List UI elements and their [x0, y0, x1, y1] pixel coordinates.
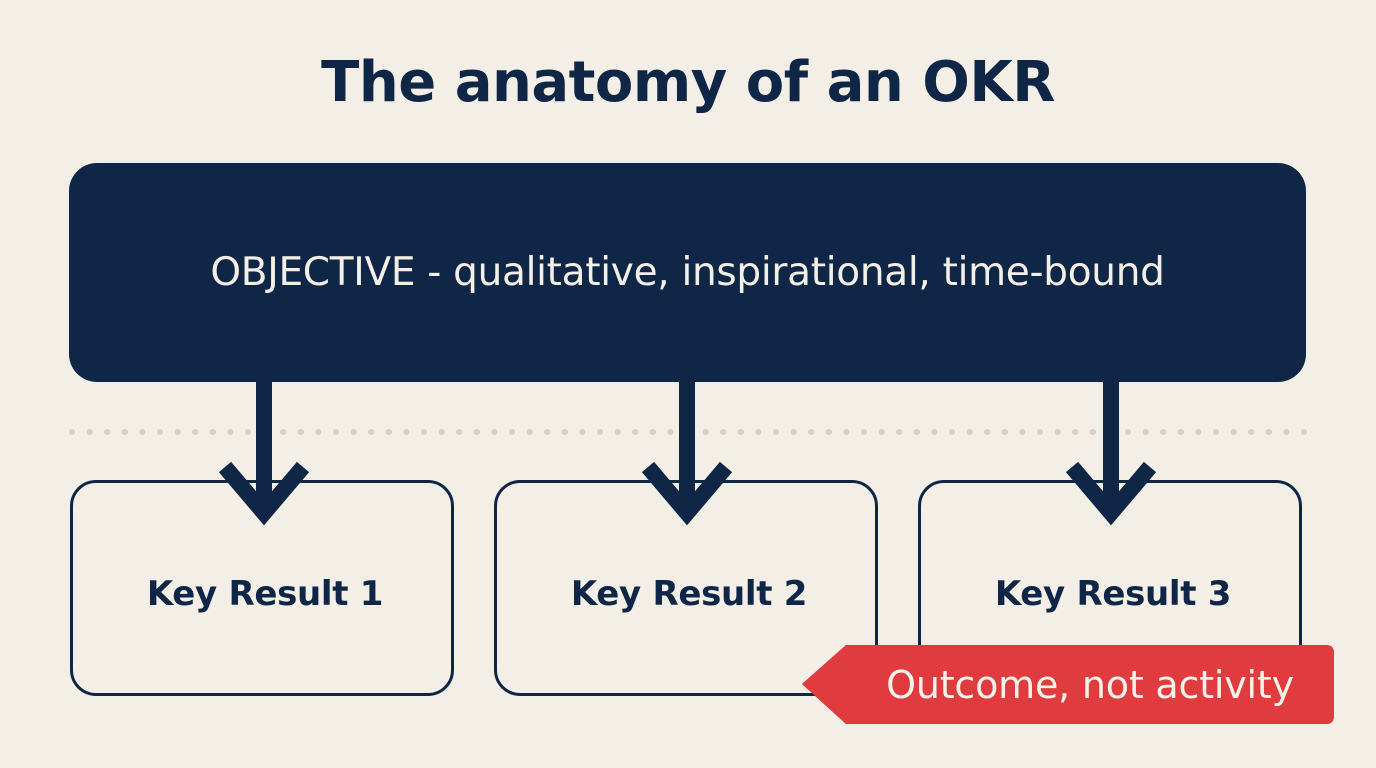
- key-result-label-2: Key Result 2: [570, 574, 808, 614]
- key-result-box-2: [494, 480, 878, 696]
- key-result-label-3: Key Result 3: [994, 574, 1232, 614]
- diagram-title: The anatomy of an OKR: [321, 50, 1055, 115]
- objective-box: OBJECTIVE - qualitative, inspirational, …: [69, 163, 1306, 382]
- key-result-label-1: Key Result 1: [146, 574, 384, 614]
- callout-tag-fill: [802, 645, 1334, 724]
- key-result-box-1: [70, 480, 454, 696]
- callout-label: Outcome, not activity: [886, 662, 1294, 707]
- objective-label: OBJECTIVE - qualitative, inspirational, …: [210, 250, 1165, 295]
